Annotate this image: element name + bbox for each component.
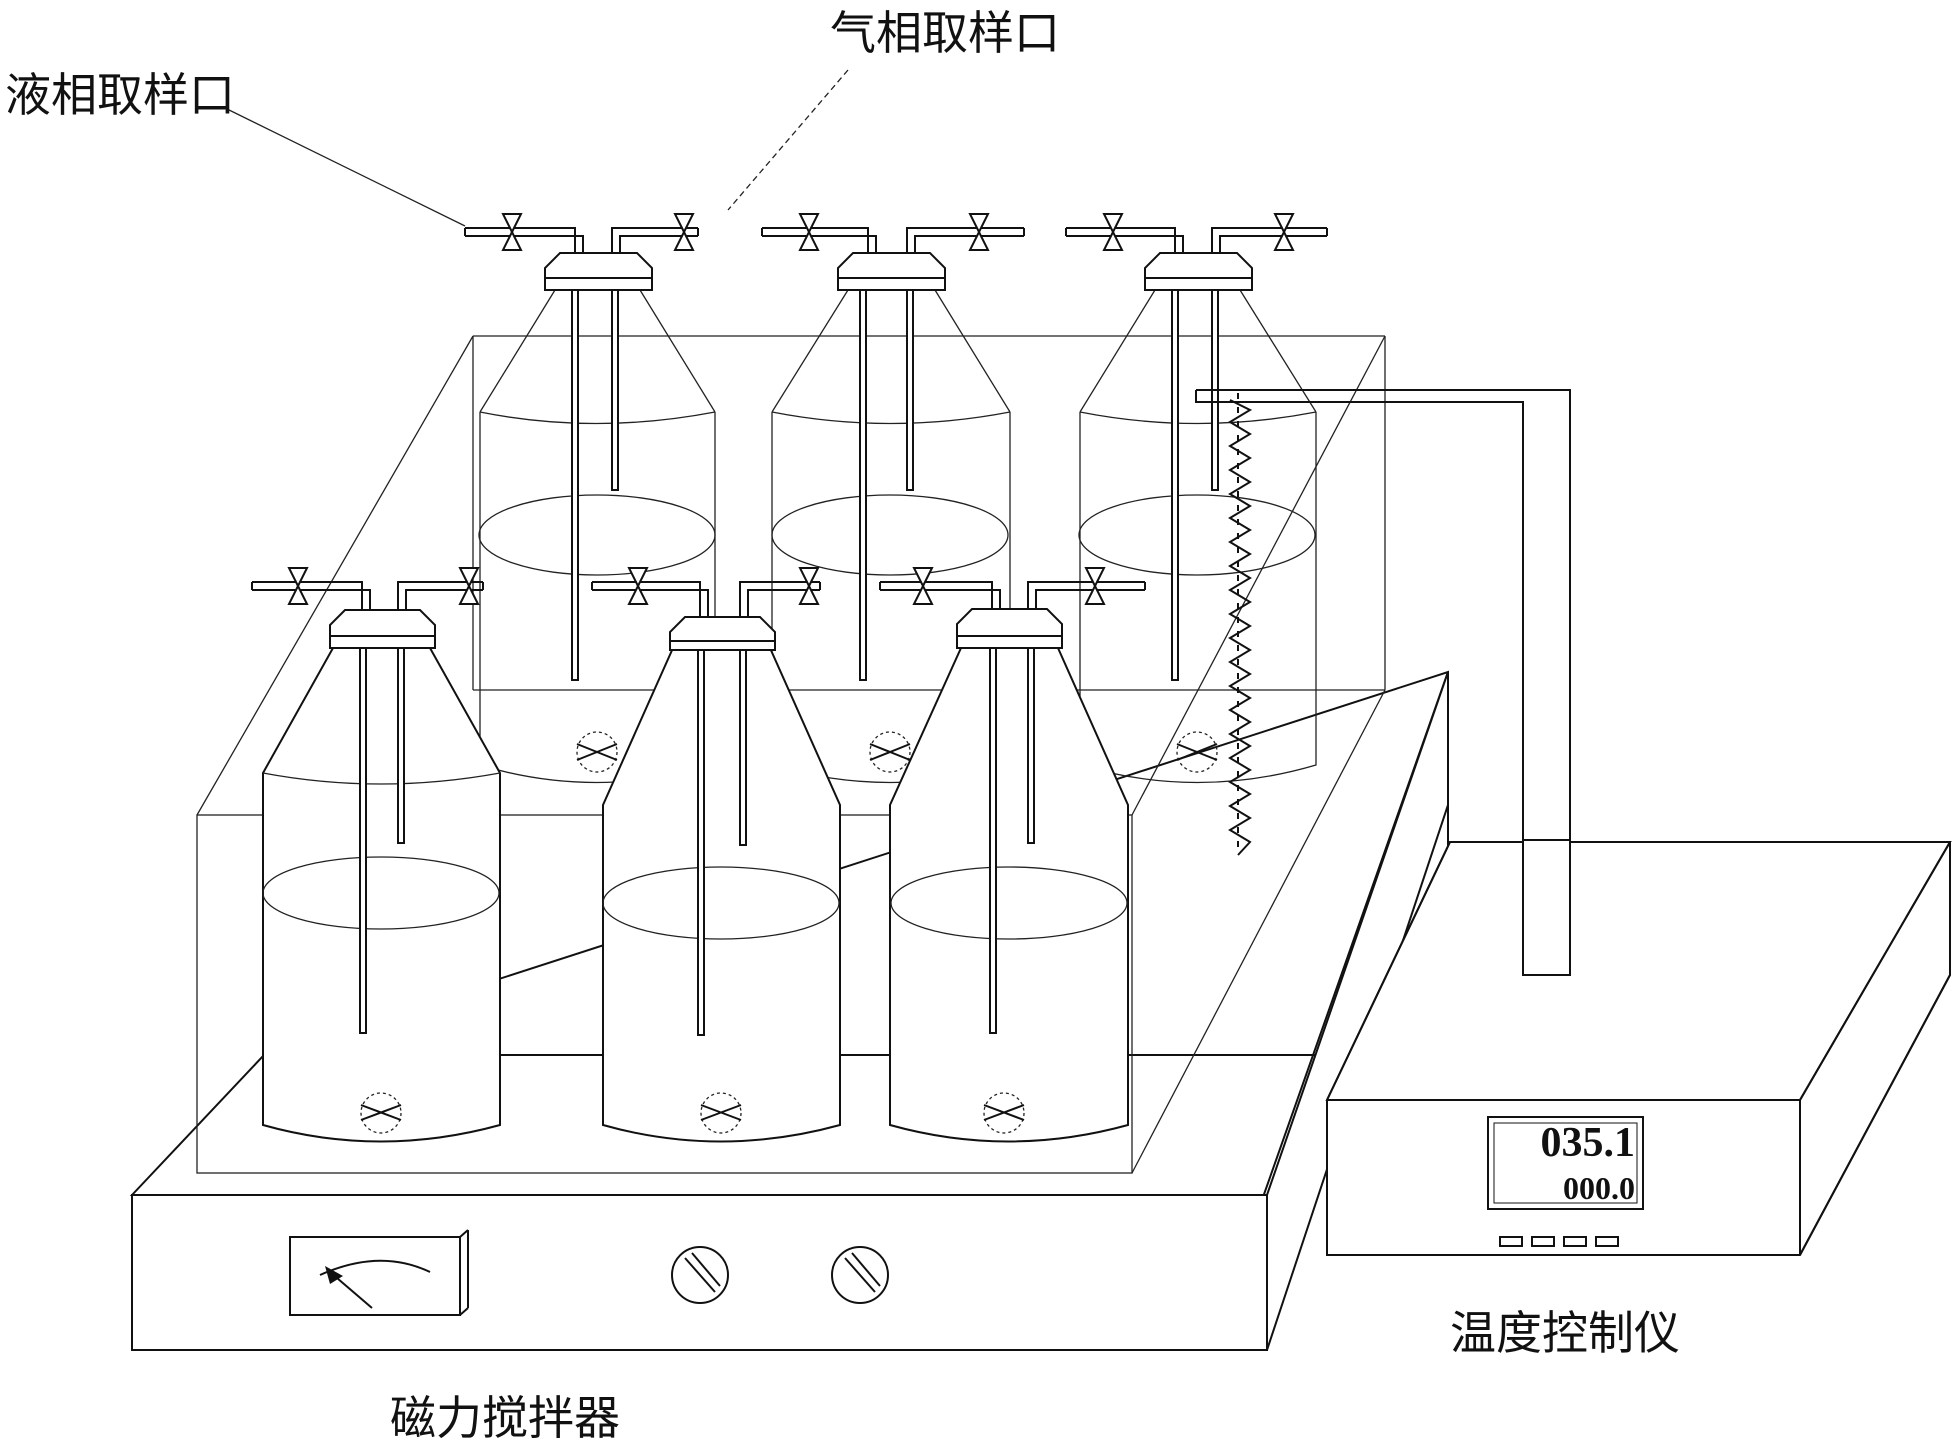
bottle-cap-back-1 xyxy=(464,213,699,681)
temperature-controller-label: 温度控制仪 xyxy=(1450,1306,1680,1360)
gas-sampling-port-label: 气相取样口 xyxy=(830,6,1060,60)
reactor-bottle-front-3 xyxy=(889,647,1129,1143)
label-leader-lines xyxy=(224,69,849,227)
bottle-cap-front-3 xyxy=(879,567,1146,1034)
stirrer-gauge xyxy=(289,1229,469,1316)
controller-button-4[interactable] xyxy=(1595,1236,1619,1247)
controller-reading-top: 035.1 xyxy=(1540,1120,1636,1166)
reactor-bottle-back-3 xyxy=(1078,289,1317,784)
reactor-bottle-front-1 xyxy=(262,647,501,1143)
controller-button-3[interactable] xyxy=(1563,1236,1587,1247)
controller-button-2[interactable] xyxy=(1531,1236,1555,1247)
stirrer-knob-1[interactable] xyxy=(671,1246,729,1304)
stirrer-knob-2[interactable] xyxy=(831,1246,889,1304)
liquid-sampling-port-label: 液相取样口 xyxy=(5,68,235,122)
bottle-cap-back-3 xyxy=(1065,213,1328,681)
controller-button-1[interactable] xyxy=(1499,1236,1523,1247)
heating-coil xyxy=(1228,393,1253,856)
controller-display xyxy=(1487,1116,1644,1210)
magnetic-stirrer-label: 磁力搅拌器 xyxy=(390,1391,620,1445)
bottle-cap-back-2 xyxy=(761,213,1025,681)
reactor-bottle-front-2 xyxy=(602,647,841,1143)
water-bath-back xyxy=(196,335,1386,1174)
bottle-cap-front-1 xyxy=(251,567,484,1034)
bottle-cap-front-2 xyxy=(591,567,821,1036)
controller-reading-bottom: 000.0 xyxy=(1563,1170,1635,1206)
temperature-controller xyxy=(1325,839,1952,1256)
